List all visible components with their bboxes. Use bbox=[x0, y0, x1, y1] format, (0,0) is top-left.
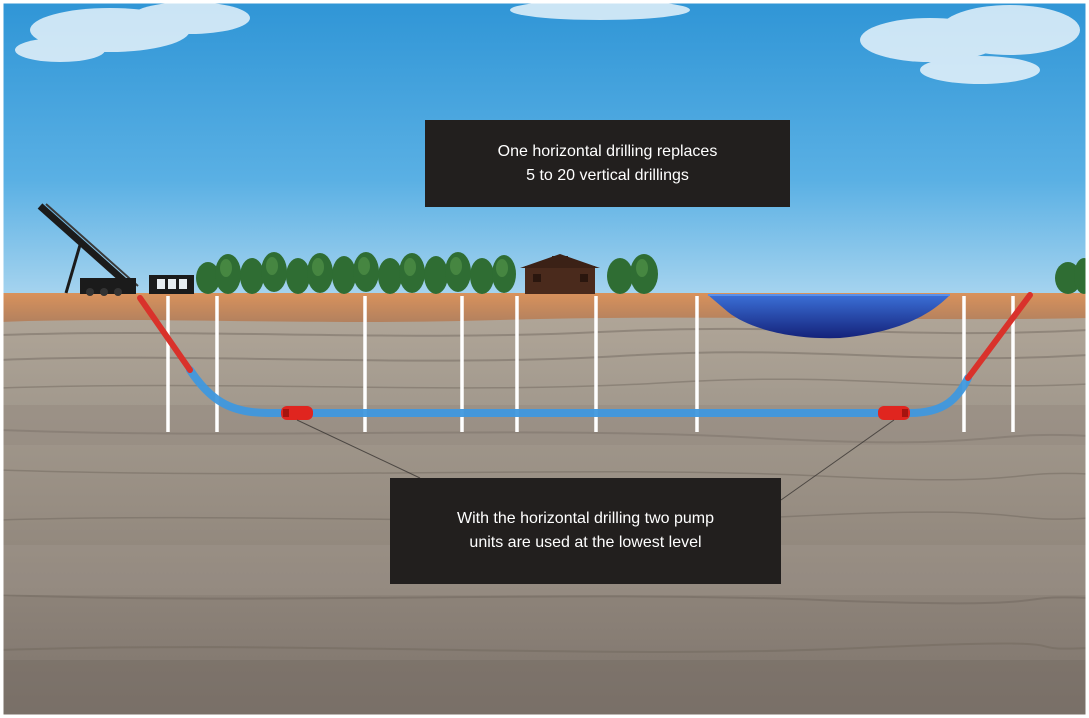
tree-icon bbox=[1074, 258, 1089, 294]
caption-line: units are used at the lowest level bbox=[469, 534, 702, 551]
caption-pump-units: With the horizontal drilling two pump un… bbox=[390, 478, 781, 584]
pond bbox=[708, 295, 950, 339]
caption-line: With the horizontal drilling two pump bbox=[456, 510, 714, 527]
tree-icon bbox=[286, 258, 310, 294]
tree-icon bbox=[1055, 262, 1081, 294]
caption-line: 5 to 20 vertical drillings bbox=[526, 166, 689, 184]
caption-leader-lines bbox=[296, 419, 895, 501]
tree-icon bbox=[424, 256, 448, 294]
caption-line: One horizontal drilling replaces bbox=[497, 142, 718, 160]
tree-icon bbox=[196, 262, 220, 294]
tree-line-highlights bbox=[220, 257, 648, 277]
tree-icon bbox=[470, 258, 494, 294]
clouds bbox=[15, 0, 1080, 84]
tree-icon bbox=[332, 256, 356, 294]
caption-horizontal-vs-vertical: One horizontal drilling replaces 5 to 20… bbox=[425, 120, 790, 207]
site-cabin-icon bbox=[149, 275, 194, 294]
inclined-entry-right bbox=[965, 292, 1033, 381]
house-icon bbox=[520, 254, 600, 294]
tree-icon bbox=[378, 258, 402, 294]
pump-unit-icon bbox=[878, 406, 910, 420]
horizontal-well bbox=[186, 366, 972, 417]
tree-icon bbox=[240, 258, 264, 294]
inclined-entry-left bbox=[137, 295, 193, 373]
tree-icon bbox=[607, 258, 633, 294]
pump-unit-icon bbox=[281, 406, 313, 420]
drilling-rig-icon bbox=[37, 203, 139, 296]
